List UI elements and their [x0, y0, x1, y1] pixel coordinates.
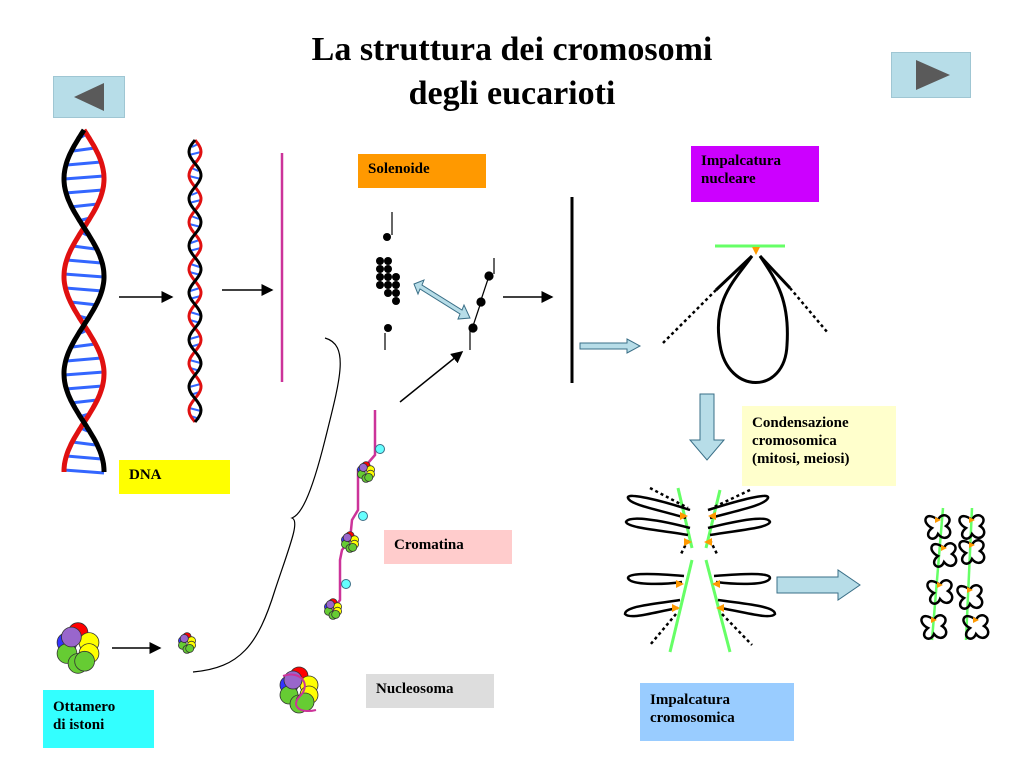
nuclear-scaffold-loop — [662, 244, 829, 384]
triangle-left-icon — [74, 83, 104, 111]
label-cromatina-text: Cromatina — [394, 537, 464, 553]
nucleosome-large — [279, 666, 319, 714]
condensed-chromosome — [623, 486, 777, 653]
histone-octamer-large — [56, 622, 100, 674]
unwound-fiber — [468, 258, 495, 350]
label-nucleosoma-text: Nucleosoma — [376, 681, 454, 697]
label-impalcatura-nucleare-line-2: nucleare — [701, 171, 756, 187]
label-ottamero: Ottamero di istoni — [43, 690, 154, 748]
label-solenoide: Solenoide — [358, 154, 486, 188]
coiled-dna — [187, 139, 203, 423]
double-headed-arrow — [413, 279, 471, 320]
label-solenoide-text: Solenoide — [368, 161, 430, 177]
chromatin-fiber — [324, 410, 385, 620]
title-line-2: degli eucarioti — [408, 75, 616, 112]
label-ottamero-line-2: di istoni — [53, 717, 105, 733]
label-impalcatura-nucleare-line-1: Impalcatura — [701, 153, 781, 169]
label-condensazione-line-1: Condensazione — [752, 415, 849, 431]
hollow-arrow-to-metaphase — [776, 569, 861, 601]
metaphase-chromosomes — [920, 507, 990, 641]
next-slide-button[interactable] — [891, 52, 971, 98]
title-line-1: La struttura dei cromosomi — [311, 31, 713, 68]
label-impalcatura-nucleare: Impalcatura nucleare — [691, 146, 819, 202]
label-impalcatura-cromosomica: Impalcatura cromosomica — [640, 683, 794, 741]
label-ottamero-line-1: Ottamero — [53, 699, 116, 715]
page-title: La struttura dei cromosomi degli eucario… — [0, 28, 1024, 116]
nucleosome-icon-1 — [357, 461, 375, 483]
nucleosome-icon-3 — [324, 598, 342, 620]
histone-octamer-small — [178, 632, 196, 654]
label-impalcatura-cromosomica-line-1: Impalcatura — [650, 692, 730, 708]
brace-line — [192, 337, 341, 673]
label-condensazione-line-2: cromosomica — [752, 433, 837, 449]
arrow-chromatin-to-fiber — [399, 351, 464, 403]
label-dna-text: DNA — [129, 467, 162, 483]
label-impalcatura-cromosomica-line-2: cromosomica — [650, 710, 735, 726]
label-nucleosoma: Nucleosoma — [366, 674, 494, 708]
previous-slide-button[interactable] — [53, 76, 125, 118]
label-dna: DNA — [119, 460, 230, 494]
hollow-arrow-right — [579, 338, 642, 354]
solenoid-cluster — [376, 212, 400, 350]
label-cromatina: Cromatina — [384, 530, 512, 564]
hollow-arrow-down — [688, 393, 726, 461]
label-condensazione: Condensazione cromosomica (mitosi, meios… — [742, 406, 896, 486]
triangle-right-icon — [916, 60, 950, 90]
nucleosome-icon-2 — [341, 531, 359, 553]
dna-double-helix — [61, 128, 107, 475]
label-condensazione-line-3: (mitosi, meiosi) — [752, 451, 850, 467]
